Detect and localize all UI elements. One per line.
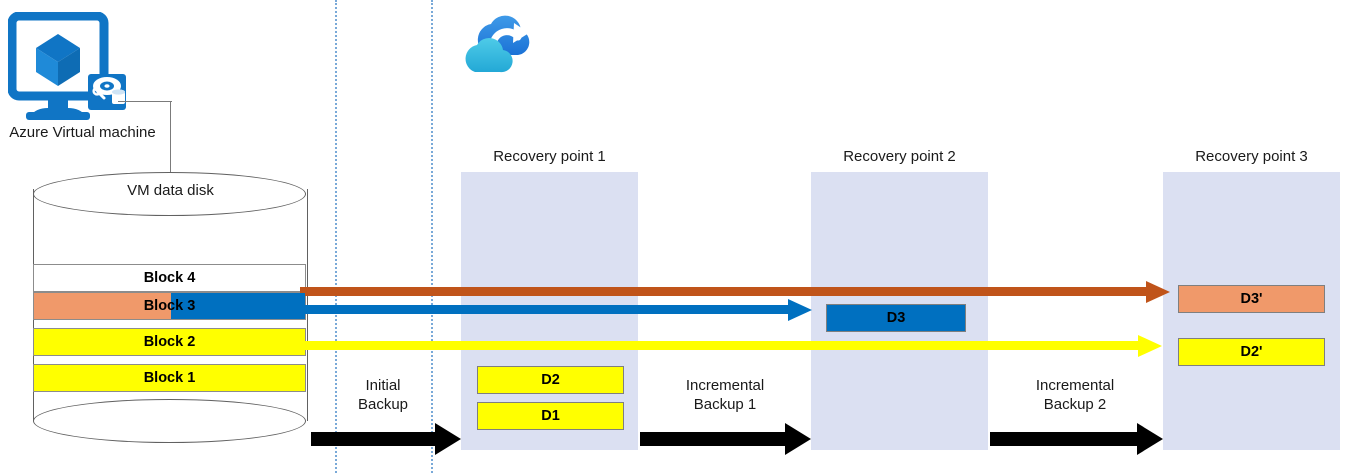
block3-blue-flow-line — [300, 305, 790, 314]
disk-block-3-fill-left — [34, 293, 171, 319]
initial-backup-arrow — [311, 423, 461, 455]
incremental-backup-1-label: Incremental Backup 1 — [655, 376, 795, 414]
recovery-point-2-title: Recovery point 2 — [843, 148, 956, 165]
disk-block-4-label: Block 4 — [143, 270, 196, 286]
incremental-backup-1-arrow — [640, 423, 811, 455]
initial-backup-label: Initial Backup — [330, 376, 436, 414]
incremental-backup-2-label: Incremental Backup 2 — [1005, 376, 1145, 414]
guide-line-left — [335, 0, 337, 473]
recovery-point-3-chunk-d2-prime: D2' — [1178, 338, 1325, 366]
incremental-backup-2-arrow-line — [990, 432, 1137, 446]
disk-block-3-label: Block 3 — [143, 298, 196, 314]
block3-blue-flow-arrow — [300, 298, 812, 321]
guide-line-right — [431, 0, 433, 473]
block3-orange-flow-head — [1146, 280, 1170, 303]
disk-block-2: Block 2 — [33, 328, 306, 356]
incremental-backup-2-arrow — [990, 423, 1163, 455]
disk-block-1-label: Block 1 — [143, 370, 196, 386]
incremental-backup-1-arrow-line — [640, 432, 785, 446]
vm-data-disk-cylinder: VM data disk Block 4 Block 3 Block 2 Blo… — [33, 172, 308, 450]
initial-backup-label-line2: Backup — [357, 396, 409, 413]
incremental-backup-1-arrow-head — [785, 423, 811, 455]
incremental-backup-2-arrow-head — [1137, 423, 1163, 455]
recovery-point-1-title: Recovery point 1 — [493, 148, 606, 165]
initial-backup-arrow-head — [435, 423, 461, 455]
recovery-point-2-chunk-d3: D3 — [826, 304, 966, 332]
disk-block-3: Block 3 — [33, 292, 306, 320]
disk-block-1: Block 1 — [33, 364, 306, 392]
incremental-backup-1-label-line1: Incremental — [685, 377, 765, 394]
initial-backup-arrow-line — [311, 432, 435, 446]
block3-orange-flow-arrow — [300, 280, 1170, 303]
recovery-point-3-title: Recovery point 3 — [1195, 148, 1308, 165]
cylinder-bottom-ellipse — [33, 399, 306, 443]
disk-block-4: Block 4 — [33, 264, 306, 292]
block3-orange-flow-line — [300, 287, 1148, 296]
recovery-point-3-chunk-d3-prime: D3' — [1178, 285, 1325, 313]
initial-backup-label-line1: Initial — [365, 377, 401, 394]
disk-block-2-label: Block 2 — [143, 334, 196, 350]
block2-yellow-flow-head — [1138, 334, 1162, 357]
block3-blue-flow-head — [788, 298, 812, 321]
incremental-backup-2-label-line1: Incremental — [1035, 377, 1115, 394]
block2-yellow-flow-line — [300, 341, 1140, 350]
azure-virtual-machine-label: Azure Virtual machine — [9, 124, 156, 141]
recovery-point-1-chunk-d1: D1 — [477, 402, 624, 430]
recovery-point-1-chunk-d2: D2 — [477, 366, 624, 394]
azure-virtual-machine-icon — [7, 11, 130, 122]
vm-data-disk-title: VM data disk — [127, 182, 214, 199]
vm-to-disk-connector-vertical — [170, 101, 171, 187]
cylinder-top-ellipse — [33, 172, 306, 216]
block2-yellow-flow-arrow — [300, 334, 1162, 357]
incremental-backup-1-label-line2: Backup 1 — [693, 396, 757, 413]
azure-backup-cloud-icon — [457, 12, 543, 90]
vm-to-disk-connector-horizontal — [118, 101, 172, 102]
incremental-backup-2-label-line2: Backup 2 — [1043, 396, 1107, 413]
disk-block-3-fill-right — [171, 293, 305, 319]
